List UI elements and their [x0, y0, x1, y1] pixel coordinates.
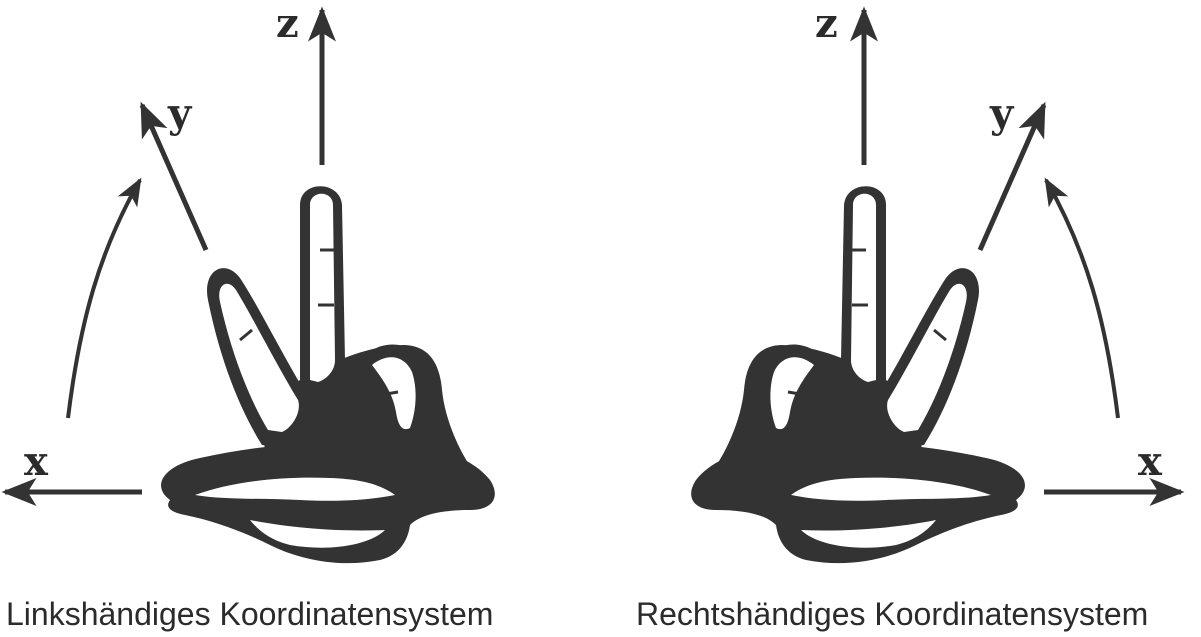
left-x-label: x: [24, 438, 48, 485]
right-hand-system: [689, 10, 1181, 565]
left-hand-system: [5, 10, 497, 565]
right-y-label: y: [990, 90, 1014, 137]
right-hand-illustration: [689, 184, 1027, 565]
left-z-label: z: [276, 0, 299, 47]
right-z-label: z: [815, 0, 838, 47]
left-y-label: y: [168, 90, 192, 137]
left-caption: Linkshändiges Koordinatensystem: [6, 596, 494, 632]
left-hand-illustration: [159, 184, 497, 565]
right-x-label: x: [1138, 438, 1162, 485]
right-caption: Rechtshändiges Koordinatensystem: [636, 596, 1149, 632]
